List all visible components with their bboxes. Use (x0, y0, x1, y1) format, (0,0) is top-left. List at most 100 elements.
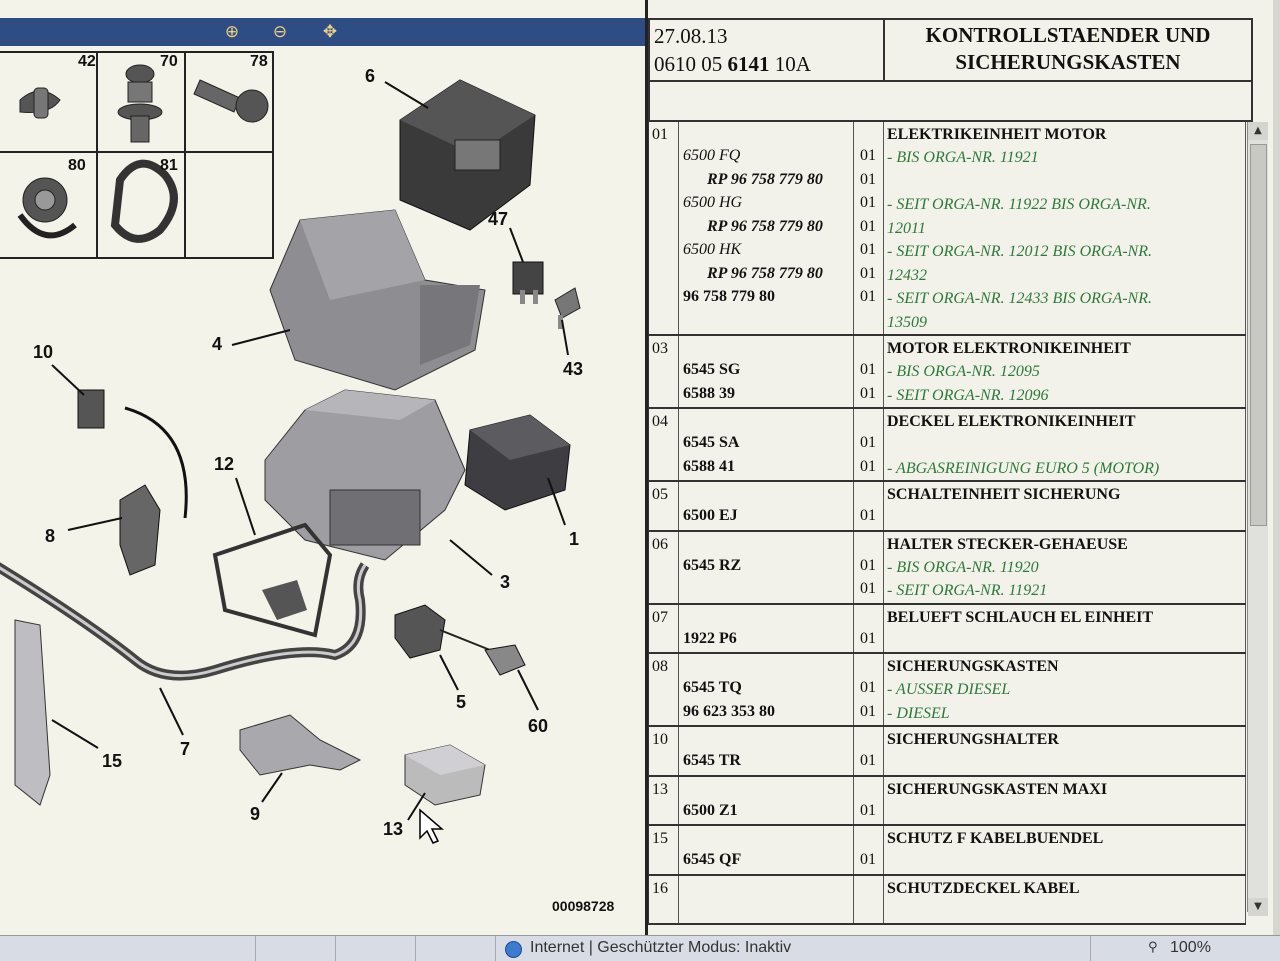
part-number[interactable]: 6500 Z1 (683, 801, 738, 819)
callout-15: 15 (102, 751, 122, 771)
group-index: 01 (649, 122, 679, 334)
mouse-cursor-icon (419, 808, 445, 844)
part-number[interactable]: 6545 SG (683, 361, 741, 378)
part-number[interactable]: 6588 41 (683, 457, 735, 475)
part-number[interactable]: 6545 TQ (683, 679, 742, 696)
quantity-column (854, 875, 884, 923)
group-title: HALTER STECKER-GEHAEUSE (887, 535, 1128, 553)
part-quantity: 01 (860, 507, 876, 524)
leader-lines (51, 81, 569, 821)
part-number[interactable]: 96 758 779 80 (683, 288, 775, 305)
description-column: SICHERUNGSKASTEN- AUSSER DIESEL- DIESEL (884, 654, 1246, 725)
part-4-cover (269, 209, 486, 391)
part-13-maxi-fuse-box (404, 744, 486, 806)
part-condition (887, 850, 1245, 874)
part-quantity: 01 (860, 241, 876, 258)
callout-47: 47 (488, 209, 508, 229)
callout-3: 3 (500, 572, 510, 592)
leader-5-60 (439, 629, 491, 651)
part-6-connector-block (399, 79, 536, 231)
part-number[interactable]: 6545 QF (683, 851, 742, 868)
part-quantity: 01 (860, 384, 876, 402)
part-quantity: 01 (860, 801, 876, 819)
small-parts-grid (0, 51, 274, 259)
zoom-in-icon[interactable]: ⊕ (224, 22, 240, 42)
callout-43: 43 (563, 359, 583, 379)
part-number[interactable] (679, 577, 853, 601)
part-number[interactable]: 96 623 353 80 (683, 702, 775, 720)
part-quantity: 01 (860, 752, 876, 769)
callout-12: 12 (214, 454, 234, 474)
status-divider (1090, 936, 1091, 961)
parts-diagram-pane: ⊕ ⊖ ✥ (0, 0, 645, 935)
part-quantity: 01 (860, 147, 876, 164)
header-date: 27.08.13 (654, 24, 728, 48)
part-numbers-column: 6545 TR (679, 727, 854, 775)
part-number[interactable]: 6545 TR (683, 752, 741, 769)
description-column: SCHUTZ F KABELBUENDEL (884, 826, 1246, 874)
part-number[interactable]: 6500 EJ (683, 507, 738, 524)
callout-7: 7 (180, 739, 190, 759)
description-column: BELUEFT SCHLAUCH EL EINHEIT (884, 604, 1246, 653)
group-title: DECKEL ELEKTRONIKEINHEIT (887, 413, 1136, 430)
part-number[interactable]: RP 96 758 779 80 (707, 264, 823, 282)
part-number[interactable] (679, 898, 853, 922)
security-zone-text[interactable]: Internet | Geschützter Modus: Inaktiv (530, 939, 792, 956)
part-number[interactable]: 6545 SA (683, 434, 740, 451)
status-divider (495, 936, 496, 961)
part-numbers-column: 6545 TQ 96 623 353 80 (679, 654, 854, 725)
hose-7-highlight (0, 564, 367, 678)
zoom-level[interactable]: 100% (1170, 939, 1211, 956)
clip-80-icon (17, 177, 77, 239)
part-number[interactable]: 6500 FQ (683, 147, 741, 164)
part-quantity: 01 (860, 194, 876, 211)
part-quantity: 01 (860, 679, 876, 696)
group-index: 13 (649, 776, 679, 824)
part-condition: - BIS ORGA-NR. 11921 (887, 149, 1039, 166)
part-condition (887, 629, 1245, 653)
scroll-thumb[interactable] (1250, 144, 1267, 526)
scroll-down-icon[interactable]: ▼ (1248, 898, 1268, 916)
part-quantity: 01 (860, 288, 876, 305)
part-number[interactable]: 6500 HK (683, 241, 742, 258)
callout-9: 9 (250, 804, 260, 824)
zoom-out-icon[interactable]: ⊖ (272, 22, 288, 42)
part-numbers-column: 6500 EJ (679, 482, 854, 530)
part-numbers-column: 6545 RZ (679, 531, 854, 603)
pan-icon[interactable]: ✥ (322, 22, 338, 42)
ref-num-42: 42 (78, 53, 96, 70)
status-divider (255, 936, 256, 961)
part-number[interactable]: 6500 HG (683, 194, 743, 211)
ref-num-81: 81 (160, 157, 178, 174)
ref-num-80: 80 (68, 157, 86, 174)
part-number[interactable]: 6545 RZ (683, 556, 742, 574)
part-12-frame (212, 522, 333, 638)
part-quantity (854, 309, 883, 333)
part-number[interactable] (679, 309, 853, 333)
part-number[interactable]: 1922 P6 (683, 629, 737, 647)
part-number[interactable]: RP 96 758 779 80 (707, 217, 823, 235)
vertical-scrollbar[interactable]: ▲ ▼ (1247, 122, 1268, 916)
part-quantity: 01 (860, 629, 876, 647)
header-doc-number: 0610 05 6141 10A (654, 52, 811, 76)
exploded-view-drawing[interactable]: 42 70 78 80 81 6 47 43 4 10 12 8 1 3 15 … (0, 46, 645, 935)
group-index: 15 (649, 826, 679, 874)
part-condition: - SEIT ORGA-NR. 11922 BIS ORGA-NR. (887, 196, 1151, 213)
part-number[interactable]: 6588 39 (683, 384, 735, 402)
group-title: SCHALTEINHEIT SICHERUNG (887, 486, 1121, 503)
zoom-icon[interactable]: ⚲ (1148, 940, 1158, 955)
scroll-up-icon[interactable]: ▲ (1248, 122, 1268, 140)
part-number[interactable]: RP 96 758 779 80 (707, 170, 823, 188)
